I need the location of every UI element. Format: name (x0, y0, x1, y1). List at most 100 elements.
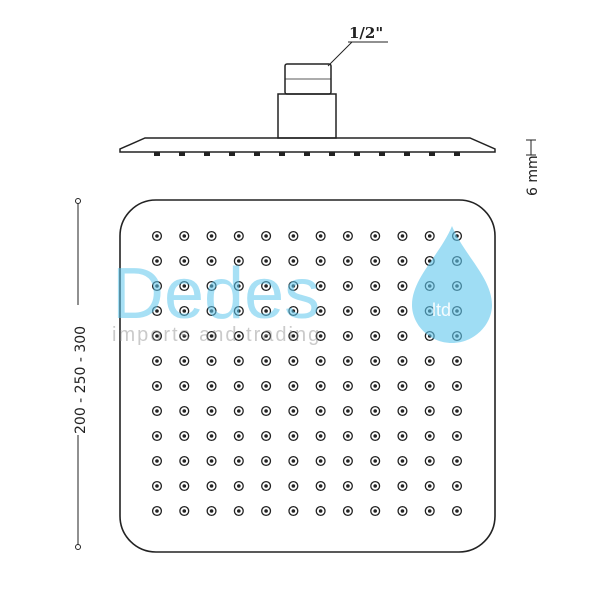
nozzle (397, 305, 408, 317)
nozzle (288, 305, 299, 317)
nozzle (397, 480, 408, 492)
nozzle (342, 380, 353, 392)
nozzle (370, 255, 381, 267)
nozzle (315, 355, 326, 367)
plate-thickness-label: 6 mm (525, 155, 541, 196)
nozzle (288, 505, 299, 517)
nozzle (233, 380, 244, 392)
side-nozzle (179, 152, 185, 156)
connector-arm (277, 93, 337, 139)
nozzle (424, 355, 435, 367)
nozzle (451, 505, 463, 517)
nozzle (233, 355, 244, 367)
nozzle (288, 455, 299, 467)
nozzle (288, 430, 299, 442)
nozzle (451, 480, 463, 492)
nozzle (206, 430, 217, 442)
side-nozzle (329, 152, 335, 156)
nozzle (206, 230, 217, 242)
nozzle (261, 405, 272, 417)
nozzle (179, 380, 190, 392)
nozzle (261, 305, 272, 317)
nozzle (206, 280, 217, 292)
water-drop-icon (412, 226, 492, 343)
nozzle (179, 355, 190, 367)
nozzle (288, 380, 299, 392)
nozzle (233, 455, 244, 467)
nozzle (288, 355, 299, 367)
nozzle (370, 455, 381, 467)
side-nozzle (304, 152, 310, 156)
nozzle (151, 330, 163, 342)
nozzle (261, 380, 272, 392)
nozzle (151, 230, 163, 242)
nozzle (370, 305, 381, 317)
nozzle (233, 505, 244, 517)
nozzle (424, 230, 435, 242)
nozzle (151, 455, 163, 467)
side-nozzle (429, 152, 435, 156)
nozzle (424, 405, 435, 417)
side-nozzle (254, 152, 260, 156)
nozzle (315, 330, 326, 342)
nozzle (151, 405, 163, 417)
nozzle (151, 355, 163, 367)
nozzle (179, 505, 190, 517)
nozzle (370, 230, 381, 242)
nozzle (206, 380, 217, 392)
nozzle (206, 255, 217, 267)
nozzle (233, 330, 244, 342)
nozzle (233, 405, 244, 417)
nozzle (370, 380, 381, 392)
side-nozzle (354, 152, 360, 156)
side-nozzle (454, 152, 460, 156)
nozzle (288, 330, 299, 342)
nozzle (424, 380, 435, 392)
nozzle (151, 305, 163, 317)
nozzle (451, 380, 463, 392)
nozzle (342, 230, 353, 242)
nozzle (370, 505, 381, 517)
nozzle (451, 355, 463, 367)
nozzle (397, 230, 408, 242)
nozzle (151, 480, 163, 492)
nozzle (179, 230, 190, 242)
nozzle (261, 255, 272, 267)
nozzle (315, 405, 326, 417)
nozzle (370, 280, 381, 292)
nozzle-grid (151, 230, 463, 517)
side-nozzle (379, 152, 385, 156)
nozzle (288, 230, 299, 242)
nozzle (179, 480, 190, 492)
nozzle (288, 255, 299, 267)
nozzle (261, 230, 272, 242)
size-label-background (70, 305, 86, 435)
thread-size-label: 1/2" (349, 24, 383, 42)
nozzle (315, 305, 326, 317)
side-nozzle (154, 152, 160, 156)
nozzle (370, 480, 381, 492)
nozzle (179, 455, 190, 467)
nozzle (342, 505, 353, 517)
nozzle (151, 380, 163, 392)
nozzle (315, 230, 326, 242)
plate-size-label: 200 - 250 - 300 (73, 326, 89, 434)
nozzle (179, 280, 190, 292)
nozzle (342, 355, 353, 367)
nozzle (342, 305, 353, 317)
nozzle (315, 455, 326, 467)
nozzle (397, 280, 408, 292)
nozzle (370, 405, 381, 417)
nozzle (206, 480, 217, 492)
watermark-brand: Dedes (112, 254, 320, 334)
nozzle (397, 430, 408, 442)
nozzle (315, 480, 326, 492)
nozzle (206, 405, 217, 417)
nozzle (288, 280, 299, 292)
nozzle (261, 355, 272, 367)
nozzle (451, 405, 463, 417)
nozzle (315, 255, 326, 267)
nozzle (206, 330, 217, 342)
nozzle (424, 505, 435, 517)
shower-plate-top (119, 199, 496, 553)
